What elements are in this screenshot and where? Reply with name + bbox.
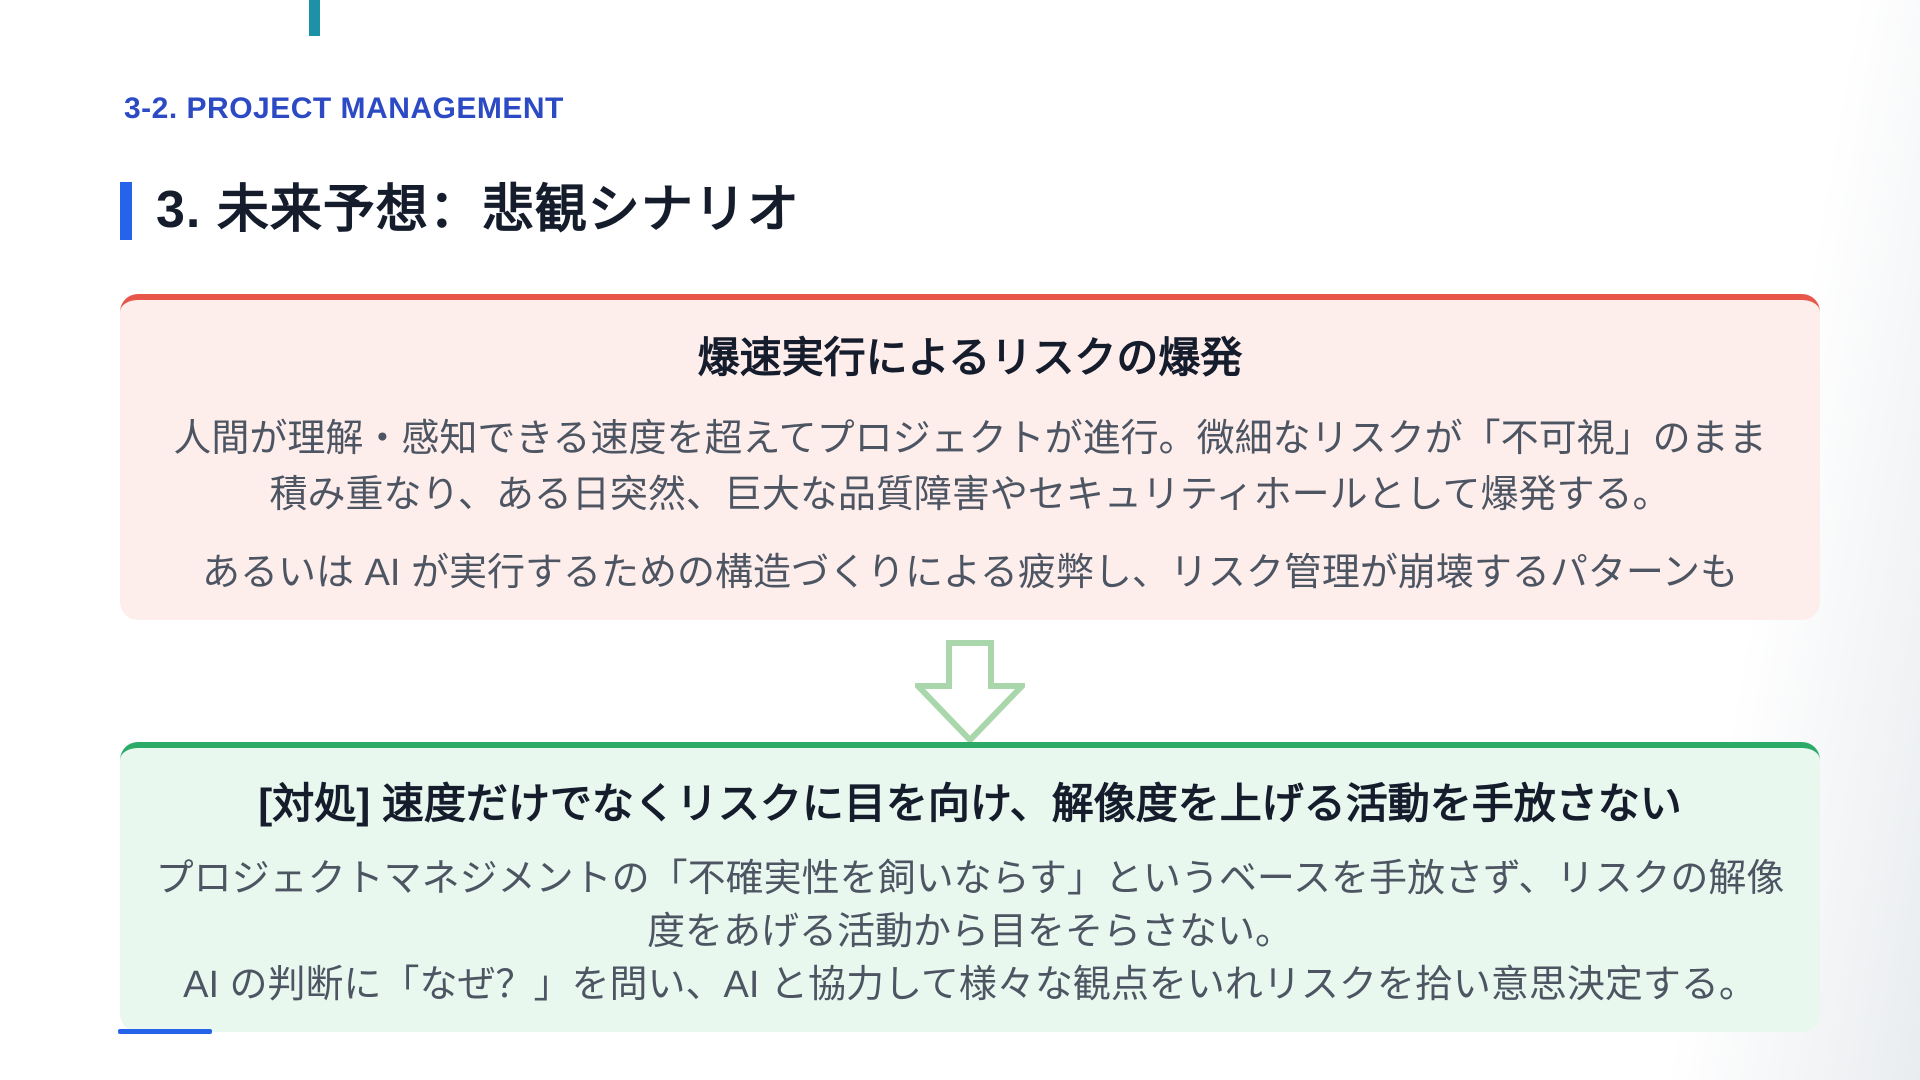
title-accent-bar bbox=[120, 182, 132, 240]
risk-card-paragraph-2: あるいは AI が実行するための構造づくりによる疲弊し、リスク管理が崩壊するパタ… bbox=[202, 551, 1738, 594]
down-arrow-icon bbox=[915, 640, 1025, 744]
solution-card-title: [対処] 速度だけでなくリスクに目を向け、解像度を上げる活動を手放さない bbox=[258, 780, 1682, 827]
risk-card: 爆速実行によるリスクの爆発 人間が理解・感知できる速度を超えてプロジェクトが進行… bbox=[120, 294, 1820, 620]
risk-card-paragraph-1: 人間が理解・感知できる速度を超えてプロジェクトが進行。微細なリスクが「不可視」の… bbox=[173, 417, 1767, 516]
next-section-accent-line bbox=[118, 1029, 212, 1034]
risk-card-title: 爆速実行によるリスクの爆発 bbox=[697, 334, 1243, 381]
solution-card: [対処] 速度だけでなくリスクに目を向け、解像度を上げる活動を手放さない プロジ… bbox=[120, 742, 1820, 1032]
slide-title-row: 3. 未来予想：悲観シナリオ bbox=[120, 182, 800, 240]
solution-card-paragraph-2: AI の判断に「なぜ？」を問い、AI と協力して様々な観点をいれリスクを拾い意思… bbox=[183, 963, 1757, 1006]
top-accent-mark bbox=[309, 0, 320, 36]
slide-title: 3. 未来予想：悲観シナリオ bbox=[156, 181, 800, 240]
solution-card-paragraph-1: プロジェクトマネジメントの「不確実性を飼いならす」というベースを手放さず、リスク… bbox=[155, 857, 1785, 953]
section-label: 3-2. PROJECT MANAGEMENT bbox=[124, 92, 564, 125]
